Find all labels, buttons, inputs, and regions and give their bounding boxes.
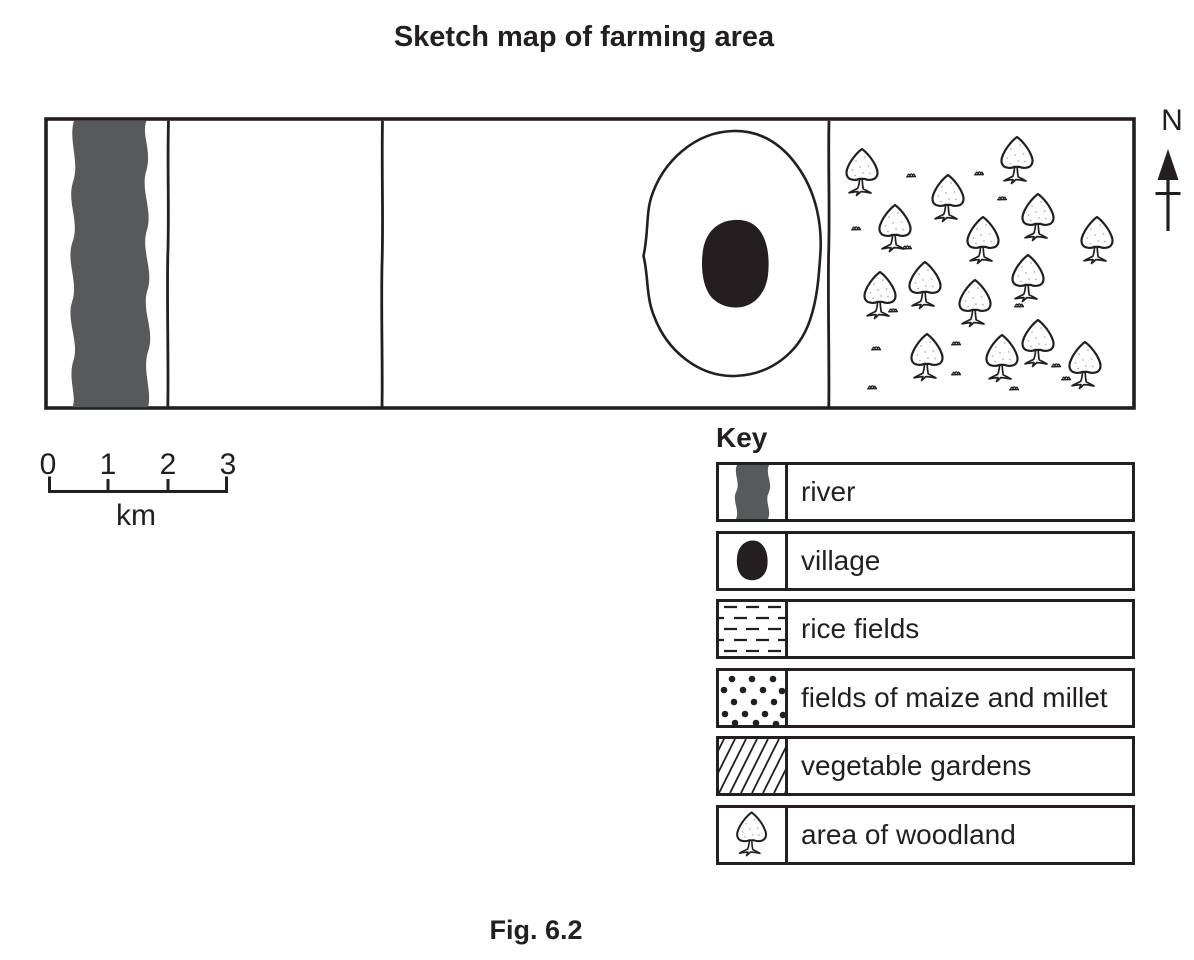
woodland-glyph <box>737 812 766 855</box>
key-row-vegetable-gardens: vegetable gardens <box>716 736 1135 796</box>
woodland-boundary <box>826 120 831 408</box>
tree-icon <box>908 260 942 310</box>
tree-icon <box>878 203 912 253</box>
map-title: Sketch map of farming area <box>393 21 775 53</box>
rice-fields-glyph <box>719 605 785 653</box>
grass-tuft-icon <box>1050 363 1062 368</box>
key-row-river: river <box>716 462 1135 522</box>
grass-tuft-icon <box>996 196 1008 201</box>
rice-fields-swatch <box>719 605 785 653</box>
grass-tuft-icon <box>950 371 962 376</box>
scale-tick-label: 3 <box>219 448 237 481</box>
key-row-maize-millet: fields of maize and millet <box>716 667 1135 728</box>
vegetable-gardens-glyph <box>719 739 785 793</box>
vegetable-gardens-swatch <box>719 739 785 793</box>
river-symbol <box>719 465 788 519</box>
grass-tuft-icon <box>950 341 962 346</box>
tree-icon <box>1011 253 1045 303</box>
tree-icon <box>1021 192 1055 242</box>
grass-tuft-icon <box>870 346 882 351</box>
village-swatch <box>736 539 768 580</box>
tree-icon <box>931 173 965 223</box>
tree-icon <box>845 147 879 197</box>
grass-tuft-icon <box>1060 376 1072 381</box>
key-label: area of woodland <box>801 818 1016 850</box>
grass-tuft-icon <box>905 173 917 178</box>
grass-tuft-icon <box>1008 386 1020 391</box>
north-label: N <box>1161 104 1183 137</box>
figure-caption: Fig. 6.2 <box>489 915 583 945</box>
key-label: rice fields <box>801 613 920 644</box>
river-glyph <box>734 465 771 519</box>
tree-icon <box>1000 135 1034 185</box>
village-marker <box>701 219 769 308</box>
grass-tuft-icon <box>887 308 899 313</box>
woodland-symbol <box>719 807 788 862</box>
scale-unit-label: km <box>116 499 156 532</box>
grass-tuft-icon <box>973 171 985 176</box>
grass-tuft-icon <box>1013 303 1025 308</box>
tree-icon <box>985 333 1019 383</box>
woodland-swatch <box>719 808 785 862</box>
zone-boundaries <box>166 120 831 408</box>
map-key: river village rice fields fields of maize a… <box>716 462 1135 865</box>
key-row-rice-fields: rice fields <box>716 599 1135 659</box>
village-glyph <box>736 539 768 580</box>
village-symbol <box>719 533 788 588</box>
grass-tuft-icon <box>866 385 878 390</box>
tree-icon <box>1021 318 1055 368</box>
key-label: village <box>801 544 881 576</box>
rice-fields-symbol <box>719 602 788 656</box>
maize-millet-glyph <box>720 675 785 725</box>
scale-tick-label: 1 <box>99 448 117 481</box>
map-border <box>44 117 1136 410</box>
tree-icon <box>1068 340 1102 390</box>
maize-millet-swatch <box>720 675 785 725</box>
tree-icon <box>958 278 992 328</box>
north-arrow-icon <box>1155 149 1181 231</box>
river-swatch <box>734 465 771 519</box>
grass-tuft-icon <box>850 226 862 231</box>
maize-millet-symbol <box>719 670 788 725</box>
scale-tick-label: 2 <box>159 448 177 481</box>
scale-bar-labels: 0 1 2 3 <box>0 448 300 482</box>
key-label: vegetable gardens <box>801 750 1032 781</box>
tree-icon <box>1080 215 1114 265</box>
key-label: river <box>801 476 856 507</box>
tree-icon <box>966 215 1000 265</box>
scale-bar <box>48 476 228 493</box>
key-row-village: village <box>716 530 1135 591</box>
key-heading: Key <box>716 422 768 453</box>
vegetable-gardens-symbol <box>719 739 788 793</box>
village-boundary-oval <box>642 129 823 378</box>
tree-icon <box>910 332 944 382</box>
river-feature <box>70 120 151 408</box>
key-label: fields of maize and millet <box>801 681 1108 713</box>
key-row-woodland: area of woodland <box>716 804 1135 865</box>
scale-tick-label: 0 <box>39 448 57 481</box>
